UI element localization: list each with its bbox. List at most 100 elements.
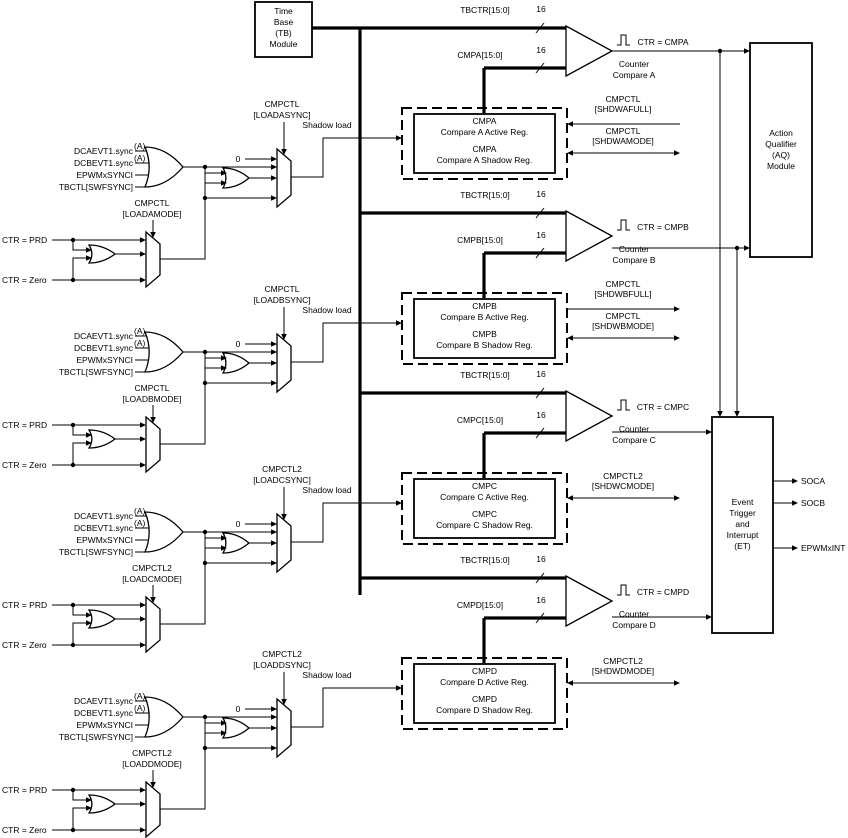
cmp-bus-label: CMPA[15:0] [457, 50, 502, 60]
action-qualifier-module [749, 42, 813, 258]
event-trigger-module [711, 416, 774, 634]
sync-or-gate-2 [144, 511, 184, 553]
comparator-label: Compare A [613, 70, 656, 80]
comparator-label: Counter [619, 59, 649, 69]
junction-dot [202, 195, 208, 201]
status-out-label: CMPCTL2 [603, 471, 643, 481]
time-base-module [254, 1, 313, 58]
sync-reg-label: [LOADASYNC] [253, 110, 310, 120]
mode-or-gate-0 [87, 244, 117, 264]
shadow-load-label: Shadow load [302, 670, 351, 680]
sync-reg-label: CMPCTL [265, 99, 300, 109]
inner-or-out-arrow [271, 360, 277, 366]
sync-reg-label: [LOADCSYNC] [253, 475, 311, 485]
comparator-label: Compare B [613, 255, 656, 265]
active-register-label: CMPB [472, 301, 497, 311]
pulse-icon [617, 34, 630, 46]
ctr-prd-arrow [140, 237, 146, 243]
ctr-output-label: CTR = CMPA [637, 37, 688, 47]
tbctr-bus-slash [535, 22, 545, 34]
sync-input-label: EPWMxSYNCI [76, 355, 133, 365]
sync-or-gate-3 [144, 696, 184, 738]
mode-output-wire [160, 383, 206, 445]
pulse-icon [617, 399, 630, 411]
sync-input-label: DCAEVT1.sync [74, 511, 134, 521]
junction-dot [70, 237, 76, 243]
sync-or-gate-1 [144, 331, 184, 373]
sync-select-arrow [281, 334, 287, 340]
bus-width-label: 16 [536, 554, 546, 564]
sync-select-arrow [281, 514, 287, 520]
shapes-layer [70, 1, 813, 838]
mode-select-arrow [150, 232, 156, 238]
status-out-arrow-left [567, 150, 573, 156]
zero-label: 0 [236, 339, 241, 349]
register-block-0 [413, 113, 556, 174]
or-output-arrow [271, 349, 277, 355]
status-out-label: [SHDWBMODE] [592, 321, 654, 331]
shadow-register-label: Compare A Shadow Reg. [437, 155, 532, 165]
inner-or-arrow [221, 535, 227, 541]
wires-layer [52, 22, 795, 831]
ctr-prd-arrow [140, 787, 146, 793]
cmp-bus-label: CMPB[15:0] [457, 235, 503, 245]
status-out-arrow-right [674, 335, 680, 341]
zero-label: 0 [236, 704, 241, 714]
ctr-output-label: CTR = CMPD [637, 587, 689, 597]
comparator-1 [565, 209, 614, 263]
sync-input-label: TBCTL[SWFSYNC] [59, 547, 133, 557]
sync-superscript: (A) [134, 518, 146, 528]
bus-width-label: 16 [536, 369, 546, 379]
time-base-label: Base [274, 17, 294, 27]
ctr-cmpa-aq-arrow [744, 48, 750, 54]
sync-mux-3 [276, 697, 292, 759]
inner-or-arrow [221, 545, 227, 551]
mode-feed-arrow [271, 745, 277, 751]
mode-or-arrow [86, 612, 92, 618]
sync-mux-1 [276, 332, 292, 394]
active-register-label: CMPD [472, 666, 497, 676]
sync-input-label: DCAEVT1.sync [74, 146, 134, 156]
mode-mux-1 [145, 415, 161, 474]
mode-or-arrow [86, 247, 92, 253]
mode-or-arrow [86, 255, 92, 261]
shadow-load-label: Shadow load [302, 305, 351, 315]
mode-or-arrow [86, 805, 92, 811]
mode-reg-label: CMPCTL2 [132, 748, 172, 758]
sync-superscript: (A) [134, 691, 146, 701]
sync-select-arrow [281, 699, 287, 705]
ctr-zero-arrow [140, 462, 146, 468]
sync-superscript: (A) [134, 141, 146, 151]
junction-dot [202, 349, 208, 355]
ctr-cmpc-et-arrow [706, 429, 712, 435]
mode-or-in2 [72, 442, 86, 465]
mode-or-gate-3 [87, 794, 117, 814]
bus-width-label: 16 [536, 45, 546, 55]
labels-layer: TimeBase(TB)ModuleActionQualifier(AQ)Mod… [2, 4, 845, 835]
mode-or-gate-2 [87, 609, 117, 629]
sync-reg-label: [LOADBSYNC] [253, 295, 310, 305]
inner-or-arrow [221, 170, 227, 176]
ctr-zero-arrow [140, 642, 146, 648]
sync-mux-2 [276, 512, 292, 574]
junction-dot [202, 164, 208, 170]
register-block-3 [413, 663, 556, 724]
junction-dot [70, 642, 76, 648]
status-out-label: CMPCTL [606, 126, 641, 136]
cmp-bus-slash [535, 612, 545, 624]
junction-dot [202, 745, 208, 751]
mode-or-in1 [72, 790, 86, 801]
sync-mux-0 [276, 147, 292, 209]
zero-arrow [271, 341, 277, 347]
active-register-label: Compare D Active Reg. [440, 677, 529, 687]
tbctr-label: TBCTR[15:0] [460, 370, 510, 380]
cmp-bus-slash [535, 62, 545, 74]
cmp-bus-label: CMPC[15:0] [457, 415, 503, 425]
junction-dot [717, 48, 723, 54]
active-register-label: Compare B Active Reg. [440, 312, 528, 322]
bus-width-label: 16 [536, 4, 546, 14]
sync-superscript: (A) [134, 338, 146, 348]
mode-or-out-arrow [140, 436, 146, 442]
shadow-load-arrow [396, 320, 402, 326]
shadow-register-label: CMPB [472, 329, 497, 339]
